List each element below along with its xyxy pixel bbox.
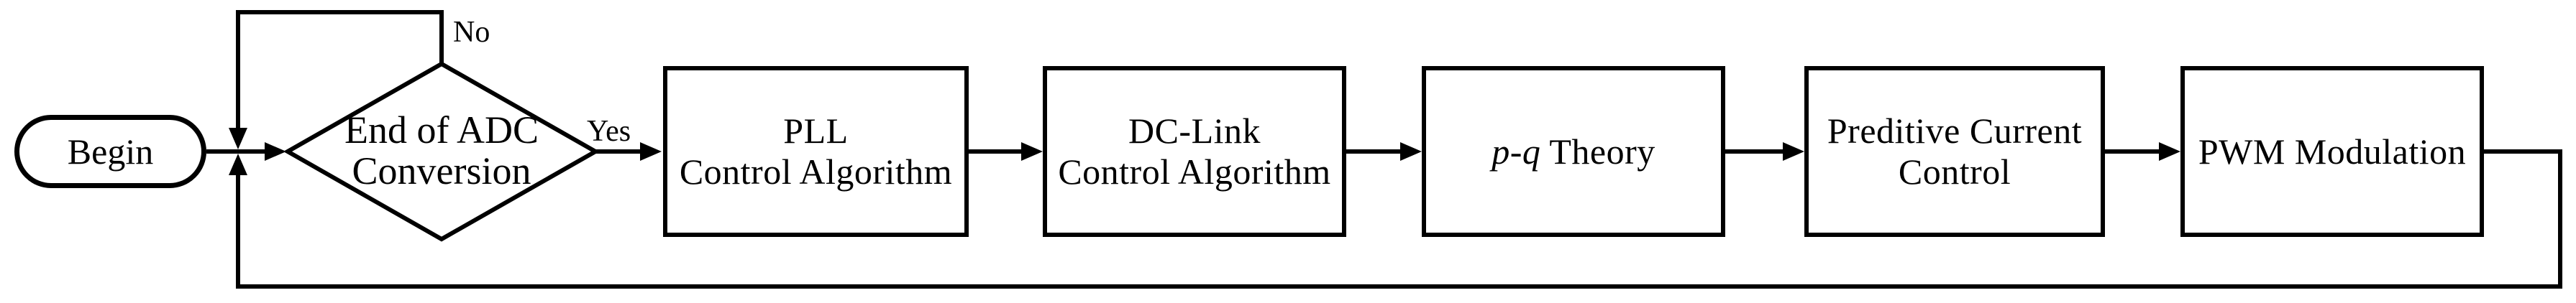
decision-node-label: End of ADC Conversion [298,110,585,192]
predictive-current-control-node-label: Preditive Current Control [1827,111,2082,192]
no-branch-label: No [453,16,490,49]
predictive-label-line1: Preditive Current [1827,111,2083,151]
predictive-label-line2: Control [1898,152,2011,192]
decision-label-line2: Conversion [352,149,531,192]
dclink-label-line2: Control Algorithm [1058,152,1331,192]
right-arrowhead-icon [1400,142,1422,161]
yes-branch-label: Yes [587,115,631,148]
dclink-control-node: DC-Link Control Algorithm [1043,66,1346,237]
right-arrowhead-icon [640,142,662,161]
feedback-loop-connector [236,149,2562,289]
down-arrowhead-icon [229,128,247,149]
right-arrowhead-icon [1021,142,1043,161]
no-loop-connector [236,10,444,128]
pll-control-node: PLL Control Algorithm [663,66,969,237]
right-arrowhead-icon [2159,142,2180,161]
predictive-current-control-node: Preditive Current Control [1804,66,2105,237]
pll-label-line1: PLL [783,111,849,151]
right-arrowhead-icon [265,142,286,161]
begin-node-label: Begin [67,131,154,172]
dclink-label-line1: DC-Link [1128,111,1261,151]
pq-label-italic: p-q [1492,131,1541,172]
pq-label-rest: Theory [1549,131,1655,172]
pwm-modulation-node: PWM Modulation [2180,66,2484,237]
right-arrowhead-icon [1783,142,1804,161]
begin-node: Begin [14,115,206,188]
up-arrowhead-icon [229,154,247,175]
pll-label-line2: Control Algorithm [679,152,953,192]
decision-label-line1: End of ADC [344,108,539,152]
pwm-modulation-node-label: PWM Modulation [2198,131,2467,172]
pll-control-node-label: PLL Control Algorithm [680,111,952,192]
dclink-control-node-label: DC-Link Control Algorithm [1058,111,1330,192]
